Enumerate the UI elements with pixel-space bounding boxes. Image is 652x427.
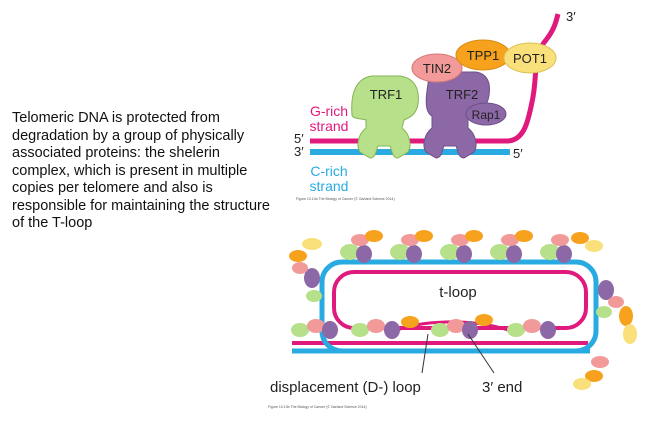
figure-credit-top: Figure 10.10a The Biology of Cancer (© G…	[296, 197, 395, 201]
tpp1-protein: TPP1	[455, 39, 511, 71]
shelterin-cluster-top-5	[540, 232, 603, 263]
shelterin-cluster-top-3	[440, 230, 483, 263]
dloop-label: displacement (D-) loop	[270, 379, 421, 396]
shelterin-cluster-bottom-1	[291, 319, 338, 339]
pot1-protein: POT1	[503, 42, 557, 74]
tpp1-label: TPP1	[467, 48, 500, 63]
three-end-label: 3′ end	[482, 379, 522, 396]
tloop-c-strand	[319, 259, 599, 354]
shelterin-cluster-top-2	[390, 230, 433, 263]
three-end-pointer	[467, 333, 495, 374]
three-prime-top-label: 3′	[566, 9, 576, 24]
g-rich-label-2: strand	[310, 118, 349, 134]
five-prime-left-label: 5′	[294, 131, 304, 146]
tloop-label: t-loop	[439, 284, 477, 301]
shelterin-cluster-bottom-2	[351, 316, 419, 339]
shelterin-cluster-top-4	[490, 230, 533, 263]
shelterin-cluster-bottom-3	[431, 314, 493, 339]
trf1-label: TRF1	[370, 87, 403, 102]
rap1-label: Rap1	[472, 108, 501, 122]
pot1-label: POT1	[513, 51, 547, 66]
shelterin-cluster-top-1	[340, 230, 383, 263]
five-prime-right-label: 5′	[513, 146, 523, 161]
c-rich-label-2: strand	[310, 178, 349, 194]
bottom-diagram: t-loop displacement (D-) loop 3′ end Fig…	[268, 230, 637, 409]
shelterin-cluster-bottom-4	[507, 319, 556, 339]
top-diagram: G-rich strand C-rich strand 5′ 3′ 5′ 3′ …	[294, 9, 576, 201]
d-loop-strand	[391, 320, 509, 334]
trf2-protein: TRF2	[423, 71, 490, 159]
tin2-label: TIN2	[423, 61, 451, 76]
shelterin-cluster-right	[573, 280, 637, 390]
figure-credit-bottom: Figure 10.10b The Biology of Cancer (© G…	[268, 405, 367, 409]
shelterin-cluster-left	[289, 238, 322, 302]
trf2-label: TRF2	[446, 87, 479, 102]
g-rich-label-1: G-rich	[310, 103, 348, 119]
tin2-protein: TIN2	[411, 53, 463, 83]
description-text: Telomeric DNA is protected from degradat…	[12, 110, 270, 231]
dloop-pointer	[421, 333, 429, 374]
rap1-protein: Rap1	[465, 102, 507, 126]
trf1-protein: TRF1	[351, 75, 419, 159]
c-rich-label-1: C-rich	[310, 163, 347, 179]
three-prime-left-label: 3′	[294, 144, 304, 159]
